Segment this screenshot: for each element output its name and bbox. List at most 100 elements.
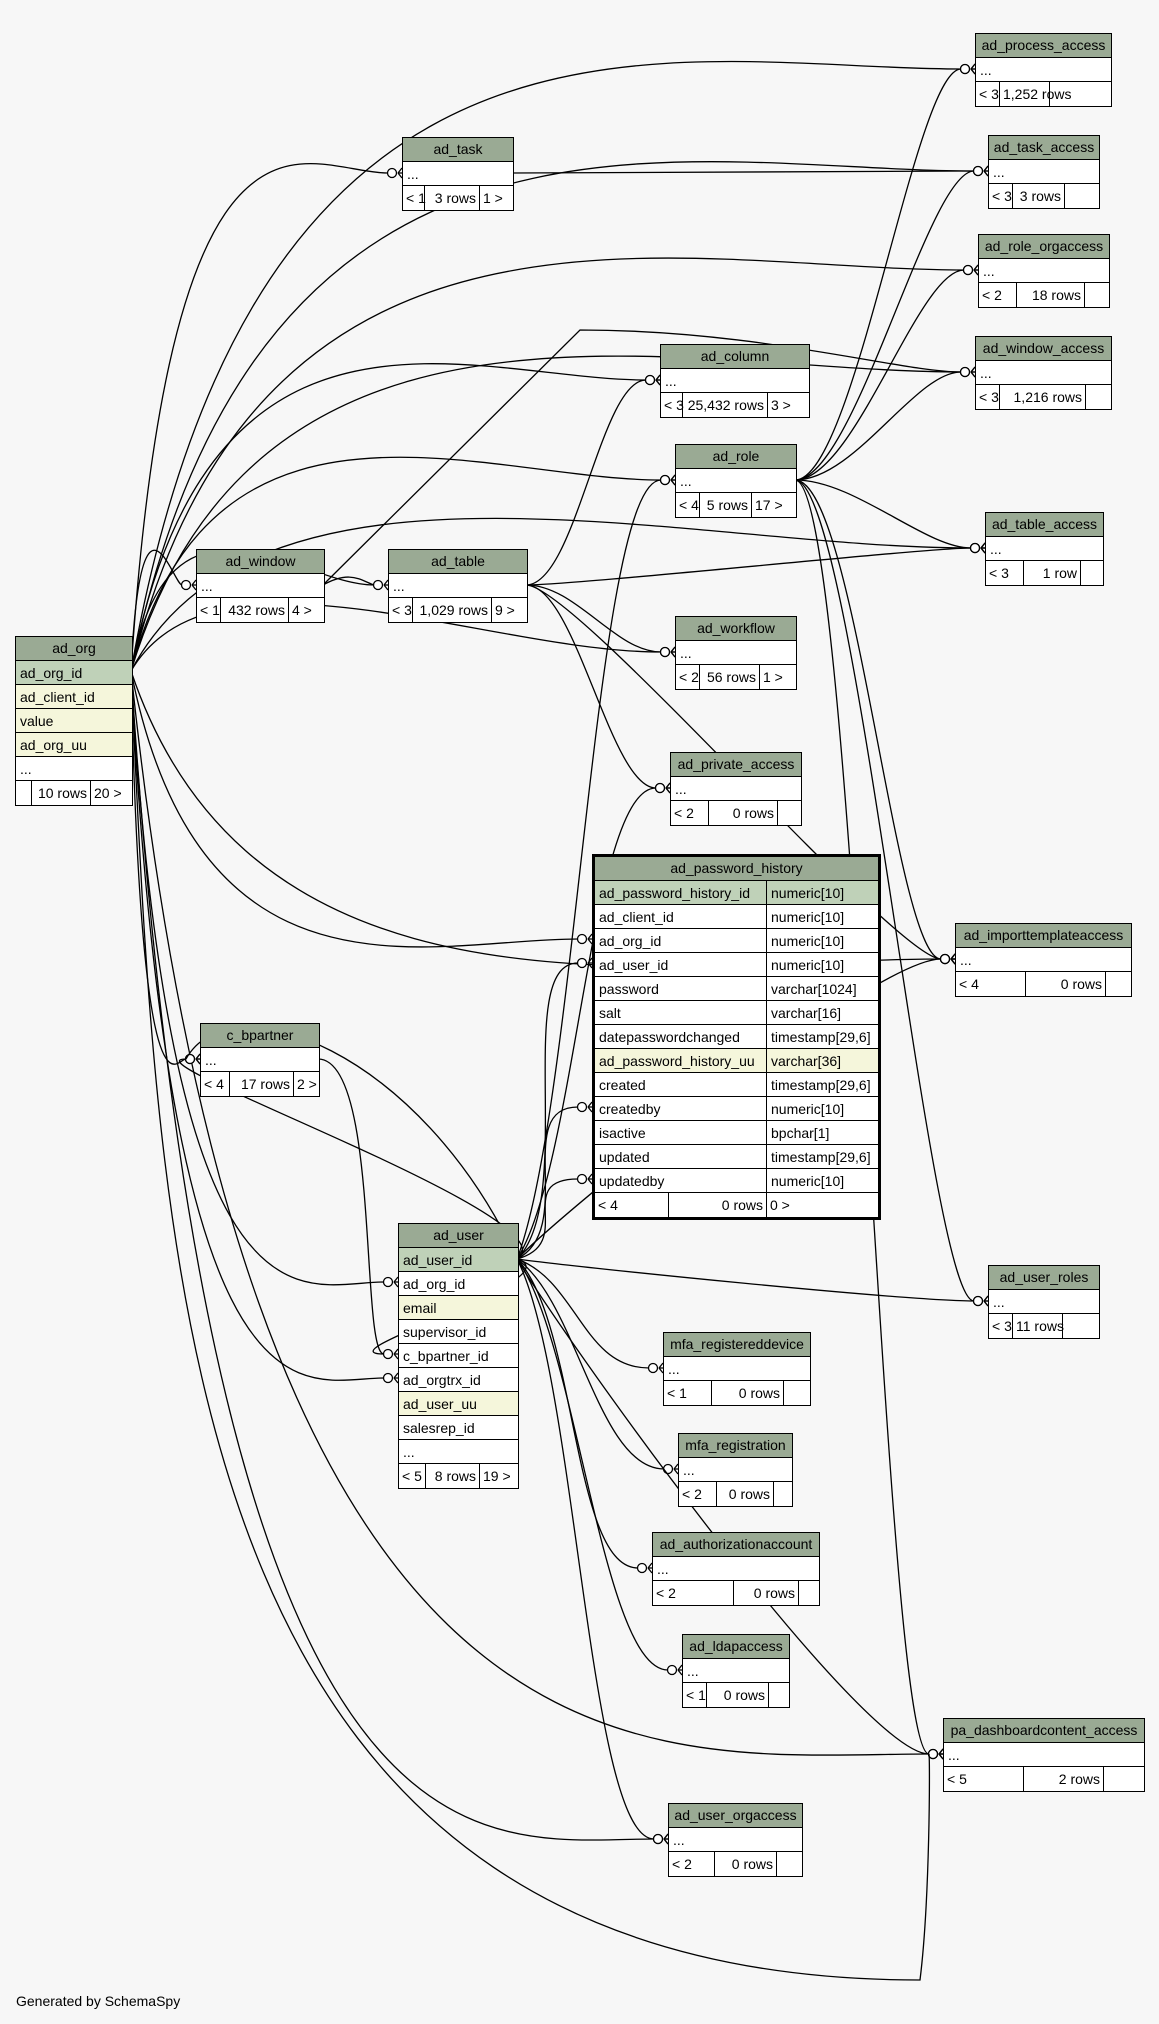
table-name[interactable]: ad_role — [676, 445, 796, 469]
table-name[interactable]: ad_window — [197, 550, 324, 574]
child-count-link[interactable]: 9 > — [495, 602, 515, 618]
table-name[interactable]: ad_task — [403, 138, 513, 162]
table-name[interactable]: mfa_registration — [679, 1434, 792, 1458]
table-name[interactable]: mfa_registereddevice — [664, 1333, 810, 1357]
child-count-link[interactable] — [777, 1852, 802, 1876]
parent-count-link[interactable]: < 2 — [653, 1581, 734, 1605]
relationship-line-10 — [130, 603, 662, 672]
table-name[interactable]: pa_dashboardcontent_access — [944, 1719, 1144, 1743]
table-name[interactable]: ad_table — [389, 550, 527, 574]
child-count-link[interactable] — [799, 1581, 819, 1605]
child-count-link[interactable]: 0 > — [770, 1197, 790, 1213]
parent-count-link[interactable]: < 3 — [976, 385, 1000, 409]
table-name[interactable]: ad_process_access — [976, 34, 1111, 58]
table-name[interactable]: ad_user_orgaccess — [669, 1804, 802, 1828]
parent-count-link[interactable]: < 3 — [661, 393, 684, 417]
child-count-link[interactable] — [1063, 1314, 1099, 1338]
child-count-link[interactable] — [1104, 1767, 1144, 1791]
parent-count-link[interactable] — [16, 781, 32, 805]
parent-count-link[interactable]: < 1 — [403, 186, 426, 210]
table-name[interactable]: ad_workflow — [676, 617, 796, 641]
table-name[interactable]: ad_user_roles — [989, 1266, 1099, 1290]
optional-marker — [636, 1562, 648, 1574]
child-count-link[interactable] — [1065, 184, 1099, 208]
table-name[interactable]: ad_table_access — [986, 513, 1103, 537]
table-name[interactable]: ad_role_orgaccess — [979, 235, 1109, 259]
parent-count-link[interactable]: < 5 — [944, 1767, 1024, 1791]
child-count-link[interactable] — [769, 1683, 789, 1707]
child-count-link[interactable]: 3 > — [771, 397, 791, 413]
table-name[interactable]: ad_ldapaccess — [683, 1635, 789, 1659]
table-name[interactable]: ad_org — [16, 637, 132, 661]
table-name[interactable]: c_bpartner — [201, 1024, 319, 1048]
column-name: updatedby — [595, 1169, 767, 1192]
child-count-link[interactable] — [1050, 82, 1111, 106]
table-name[interactable]: ad_password_history — [595, 857, 878, 881]
child-count-link[interactable] — [778, 801, 801, 825]
parent-count-link[interactable]: < 3 — [986, 561, 1024, 585]
table-name[interactable]: ad_user — [399, 1224, 518, 1248]
parent-count-link[interactable]: < 2 — [979, 283, 1017, 307]
child-count-link[interactable]: 19 > — [483, 1468, 511, 1484]
child-count-link[interactable] — [774, 1482, 792, 1506]
parent-count-link[interactable]: < 4 — [676, 493, 700, 517]
parent-count-link[interactable]: < 3 — [976, 82, 1000, 106]
parent-count-link[interactable]: < 2 — [679, 1482, 717, 1506]
parent-count-link[interactable]: < 3 — [989, 184, 1013, 208]
child-count-link[interactable]: 17 > — [755, 497, 783, 513]
child-count-link[interactable] — [1085, 283, 1109, 307]
table-name[interactable]: ad_task_access — [989, 136, 1099, 160]
table-name[interactable]: ad_importtemplateaccess — [956, 924, 1131, 948]
parent-count-link[interactable]: < 1 — [197, 598, 221, 622]
table-name[interactable]: ad_private_access — [671, 753, 801, 777]
parent-count-link[interactable]: < 1 — [683, 1683, 707, 1707]
table-name[interactable]: ad_column — [661, 345, 809, 369]
parent-count-link[interactable]: < 2 — [676, 665, 700, 689]
child-count-link[interactable] — [784, 1381, 810, 1405]
parent-count-link[interactable]: < 1 — [664, 1381, 712, 1405]
child-count-link[interactable]: 2 > — [297, 1076, 317, 1092]
child-count-link[interactable]: 4 > — [292, 602, 312, 618]
parent-count-link[interactable]: < 4 — [201, 1072, 230, 1096]
child-count-link[interactable]: 20 > — [94, 785, 122, 801]
table-name[interactable]: ad_window_access — [976, 337, 1111, 361]
parent-count-link[interactable]: < 3 — [989, 1314, 1013, 1338]
table-name[interactable]: ad_authorizationaccount — [653, 1533, 819, 1557]
parent-count-link[interactable]: < 5 — [399, 1464, 426, 1488]
parent-count-link[interactable]: < 2 — [671, 801, 709, 825]
child-count-link[interactable]: 1 > — [483, 190, 503, 206]
parent-count-link[interactable]: < 2 — [669, 1852, 715, 1876]
child-count-link[interactable] — [1106, 972, 1131, 996]
child-count-link[interactable] — [1086, 385, 1111, 409]
parent-count-link[interactable]: < 3 — [389, 598, 413, 622]
parent-count-link[interactable]: < 4 — [956, 972, 1026, 996]
child-count-link[interactable]: 1 > — [763, 669, 783, 685]
child-count-link[interactable] — [1081, 561, 1103, 585]
parent-count-link[interactable]: < 4 — [595, 1193, 669, 1217]
